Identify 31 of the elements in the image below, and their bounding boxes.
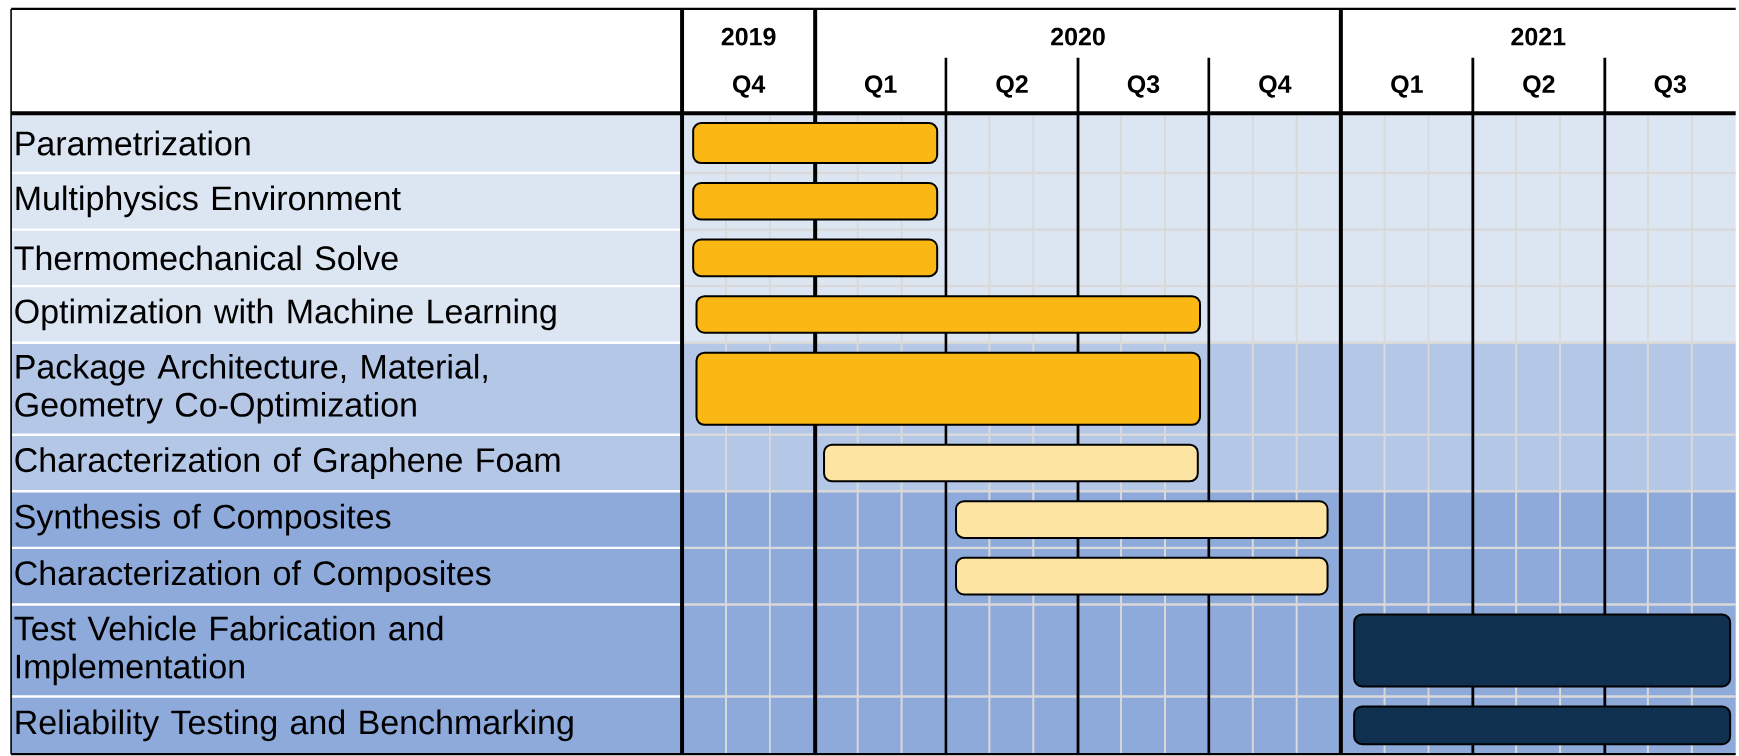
task-label: Test Vehicle Fabrication and Implementation (14, 615, 443, 686)
task-bar (692, 182, 939, 221)
quarter-label: Q1 (1391, 75, 1423, 98)
quarter-label: Q3 (1654, 75, 1686, 98)
quarter-label: Q4 (1259, 75, 1292, 98)
task-bar (955, 556, 1329, 596)
year-label: 2021 (1511, 27, 1566, 46)
task-label: Reliability Testing and Benchmarking (16, 709, 573, 742)
task-bar (695, 295, 1201, 334)
year-label: 2019 (721, 27, 776, 46)
task-bar (823, 443, 1199, 483)
quarter-label: Q2 (996, 75, 1028, 98)
task-label: Synthesis of Composites (15, 503, 391, 536)
year-label: 2020 (1051, 27, 1105, 46)
task-bar (955, 500, 1329, 539)
task-label: Characterization of Graphene Foam (15, 447, 560, 479)
quarter-label: Q4 (733, 75, 766, 98)
task-label: Thermomechanical Solve (14, 245, 398, 271)
task-label: Multiphysics Environment (16, 185, 401, 218)
task-bar (692, 238, 939, 278)
task-label: Optimization with Machine Learning (15, 298, 556, 331)
task-label: Characterization of Composites (15, 560, 491, 592)
quarter-label: Q1 (864, 75, 897, 98)
task-bar (692, 122, 939, 165)
task-label: Parametrization (16, 130, 250, 156)
task-bar (695, 351, 1201, 426)
task-label: Package Architecture, Material, Geometry Co-Optimization (15, 353, 487, 424)
task-bar (1353, 613, 1732, 688)
quarter-label: Q2 (1523, 75, 1555, 98)
task-bar (1353, 705, 1732, 746)
quarter-label: Q3 (1127, 75, 1160, 98)
